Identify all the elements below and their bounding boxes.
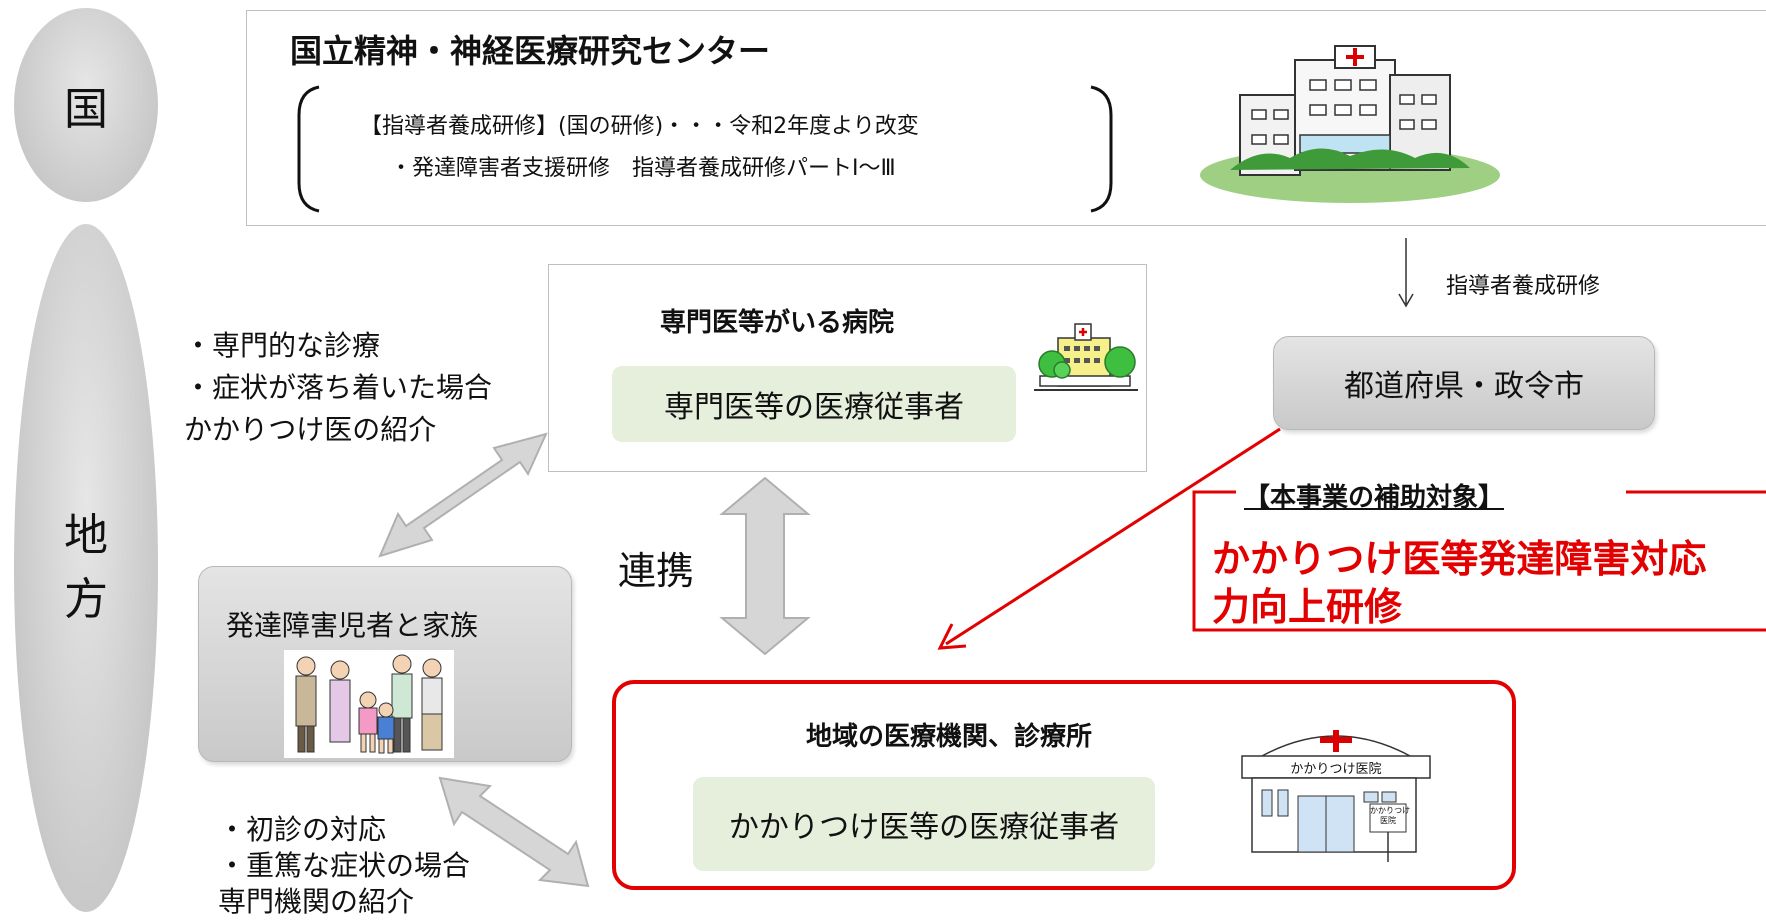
- note-line: ・症状が落ち着いた場合: [184, 371, 493, 404]
- right-bracket: [1090, 85, 1113, 213]
- subsidy-heading: 【本事業の補助対象】: [1240, 477, 1509, 514]
- local-staff-box: かかりつけ医等の医療従事者: [693, 777, 1155, 871]
- note-line: ・専門的な診療: [184, 329, 381, 362]
- prefecture-box: 都道府県・政令市: [1273, 336, 1655, 430]
- double-arrow-patients-specialist: [378, 432, 548, 558]
- prefecture-label: 都道府県・政令市: [1344, 369, 1584, 404]
- instructor-training-label: 指導者養成研修: [1446, 274, 1601, 299]
- collaboration-label: 連携: [618, 549, 695, 593]
- subsidy-line2: 力向上研修: [1212, 585, 1403, 629]
- left-notes-bottom: ・初診の対応 ・重篤な症状の場合 専門機関の紹介: [218, 812, 470, 920]
- clinic-door-sign: かかりつけ 医院: [1370, 806, 1411, 825]
- double-arrow-collaboration: [719, 476, 811, 656]
- note-line: かかりつけ医の紹介: [184, 413, 437, 446]
- region-local-ellipse: 地 方: [14, 224, 158, 912]
- down-arrow-thin: [1398, 238, 1414, 308]
- specialist-staff-box: 専門医等の医療従事者: [612, 366, 1016, 442]
- subsidy-line1: かかりつけ医等発達障害対応: [1212, 537, 1707, 581]
- local-clinic-box: [612, 680, 1516, 890]
- patients-label: 発達障害児者と家族: [226, 609, 479, 642]
- note-line: 専門機関の紹介: [218, 885, 415, 918]
- region-national-label: 国: [64, 84, 108, 135]
- region-local-label: 地 方: [64, 510, 108, 625]
- left-bracket: [297, 85, 320, 213]
- note-line: ・初診の対応: [218, 813, 387, 846]
- local-clinic-title: 地域の医療機関、診療所: [806, 722, 1093, 752]
- left-notes-top: ・専門的な診療 ・症状が落ち着いた場合 かかりつけ医の紹介: [184, 325, 492, 451]
- national-center-box: [246, 10, 1766, 226]
- national-center-line2: ・発達障害者支援研修 指導者養成研修パートⅠ～Ⅲ: [390, 156, 896, 181]
- clinic-illustration: かかりつけ医院 かかりつけ 医院: [1236, 722, 1436, 872]
- national-center-title: 国立精神・神経医療研究センター: [290, 32, 771, 70]
- specialist-staff-label: 専門医等の医療従事者: [664, 390, 964, 425]
- note-line: ・重篤な症状の場合: [218, 849, 471, 882]
- double-arrow-patients-clinic: [438, 776, 590, 888]
- clinic-sign: かかりつけ医院: [1290, 762, 1382, 777]
- specialist-hospital-title: 専門医等がいる病院: [660, 308, 895, 338]
- specialist-hospital-icon: [1034, 323, 1138, 391]
- region-national-ellipse: 国: [14, 8, 158, 202]
- family-illustration: [284, 650, 454, 758]
- national-hospital-icon: [1200, 45, 1500, 203]
- local-staff-label: かかりつけ医等の医療従事者: [728, 810, 1120, 845]
- national-center-line1: 【指導者養成研修】(国の研修)・・・令和2年度より改変: [360, 114, 919, 139]
